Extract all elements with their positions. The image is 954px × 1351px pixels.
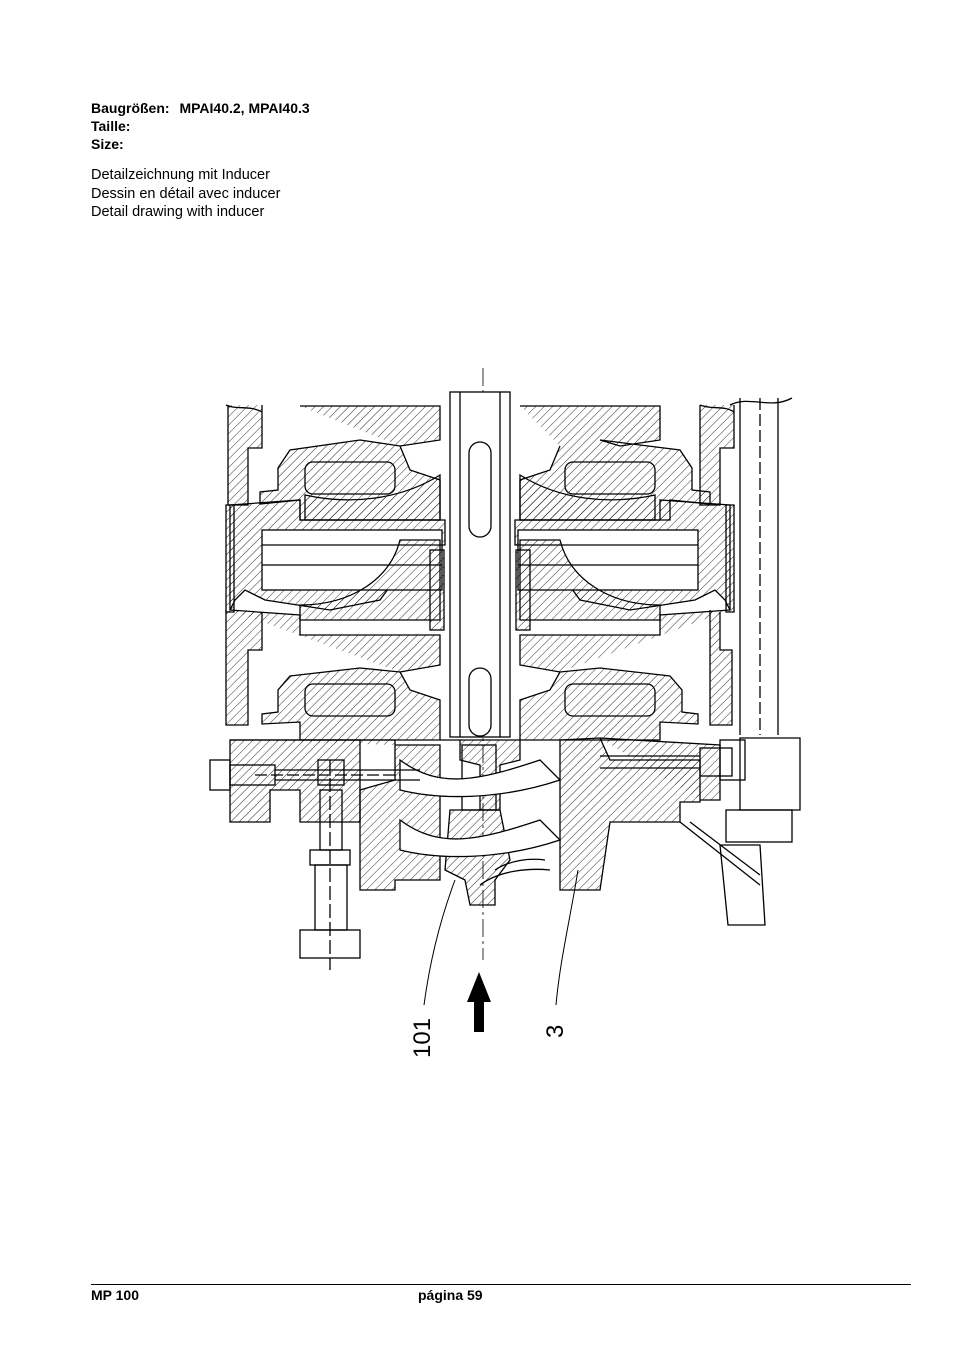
sizes-label-de: Baugrößen: [91, 100, 170, 116]
footer-page-number: página 59 [418, 1287, 483, 1303]
description-fr: Dessin en détail avec inducer [91, 185, 281, 202]
drawing-description: Detailzeichnung mit Inducer Dessin en dé… [91, 166, 280, 222]
sizes-label-en: Size: [91, 136, 124, 152]
up-arrow-icon [467, 972, 491, 1032]
description-de: Detailzeichnung mit Inducer [91, 167, 270, 183]
size-row-de: Baugrößen: MPAI40.2, MPAI40.3 [91, 99, 310, 117]
footer-divider [91, 1284, 911, 1285]
callout-3: 3 [542, 1025, 569, 1038]
sizes-value: MPAI40.2, MPAI40.3 [179, 100, 310, 116]
sizes-label-fr: Taille: [91, 118, 131, 134]
callout-101: 101 [409, 1018, 436, 1058]
size-header: Baugrößen: MPAI40.2, MPAI40.3 Taille: Si… [91, 99, 310, 153]
description-en: Detail drawing with inducer [91, 204, 265, 220]
footer-doc-id: MP 100 [91, 1287, 139, 1303]
